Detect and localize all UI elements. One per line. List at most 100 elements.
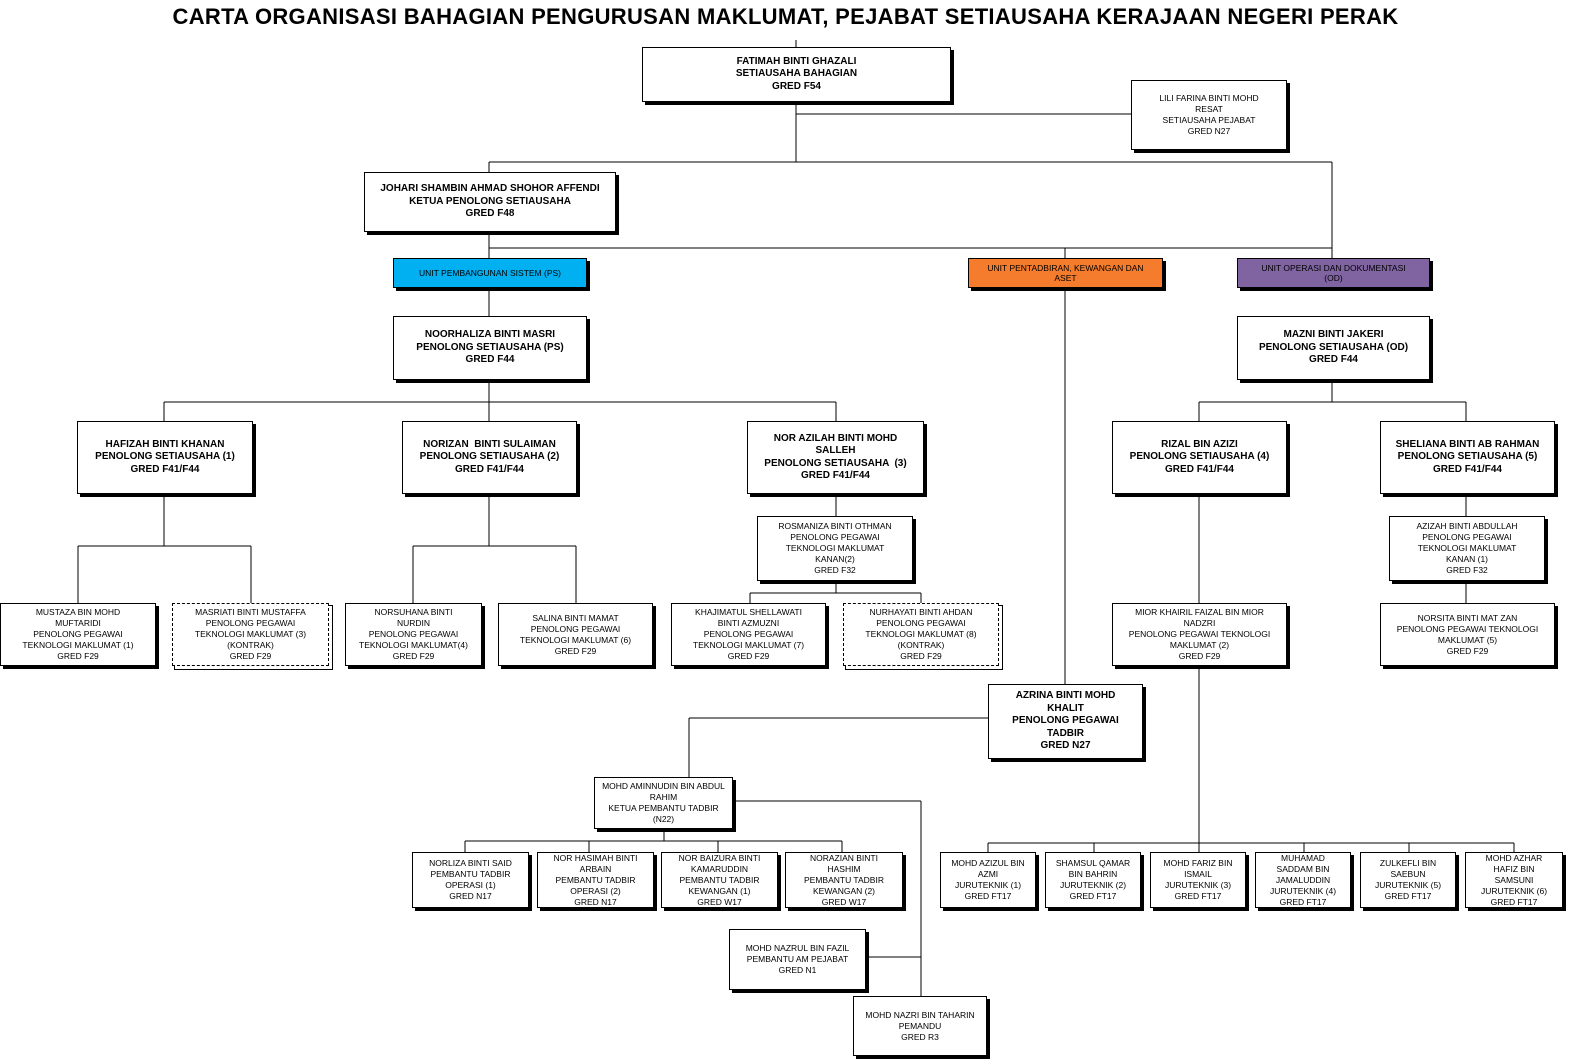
node-text-line: NOORHALIZA BINTI MASRI — [424, 329, 556, 341]
node-text-line: GRED FT17 — [1279, 896, 1327, 907]
node-text-line: PEMBANTU TADBIR — [679, 874, 760, 885]
node-text-line: PENOLONG PEGAWAI TEKNOLOGI — [1128, 629, 1271, 639]
node-text-line: AZRINA BINTI MOHD — [1015, 690, 1116, 702]
node-text-line: TEKNOLOGI MAKLUMAT — [1417, 543, 1517, 553]
node-text-line: KHALIT — [1047, 702, 1084, 714]
node-text-line: PENOLONG PEGAWAI — [205, 618, 296, 628]
node-text-line: GRED F41/F44 — [130, 463, 200, 475]
node-text-line: SHAMSUL QAMAR — [1055, 858, 1131, 868]
node-text-line: MAKLUMAT (5) — [1437, 634, 1498, 645]
node-text-line: PEMBANTU TADBIR — [555, 874, 636, 885]
unit-operasi-dokumentasi: UNIT OPERASI DAN DOKUMENTASI(OD) — [1237, 258, 1430, 288]
node-text-line: HASHIM — [827, 863, 861, 874]
node-text-line: MIOR KHAIRIL FAIZAL BIN MIOR — [1135, 607, 1264, 617]
node-text-line: MUFTARIDI — [55, 618, 101, 628]
node-text-line: SHELIANA BINTI AB RAHMAN — [1395, 438, 1540, 450]
node-text-line: MOHD NAZRI BIN TAHARIN — [865, 1009, 975, 1020]
node-text-line: OPERASI (1) — [445, 880, 496, 890]
node-text-line: GRED F29 — [900, 651, 942, 661]
node-text-line: (KONTRAK) — [227, 640, 274, 650]
node-text-line: HAFIZ BIN — [1493, 863, 1535, 874]
node-text-line: GRED FT17 — [964, 891, 1012, 901]
node-text-line: PEMBANTU TADBIR — [430, 869, 511, 879]
node-text-line: SETIAUSAHA PEJABAT — [1162, 115, 1256, 125]
node-text-line: GRED N17 — [449, 891, 492, 901]
node-text-line: PEMBANTU AM PEJABAT — [746, 954, 849, 964]
node-text-line: GRED F41/F44 — [455, 463, 524, 475]
node-text-line: KEWANGAN (1) — [688, 885, 751, 896]
node-text-line: NOR HASIMAH BINTI — [553, 852, 638, 863]
node-text-line: MOHD AMINNUDIN BIN ABDUL — [602, 781, 725, 791]
node-text-line: KETUA PENOLONG SETIAUSAHA — [409, 195, 571, 207]
node-text-line: GRED F29 — [727, 651, 770, 661]
node-text-line: UNIT OPERASI DAN DOKUMENTASI — [1261, 263, 1406, 273]
node-text-line: NORLIZA BINTI SAID — [429, 858, 512, 868]
node-text-line: GRED F29 — [392, 651, 435, 661]
node-text-line: JURUTEKNIK (2) — [1059, 880, 1127, 890]
node-text-line: RIZAL BIN AZIZI — [1161, 438, 1238, 450]
node-text-line: KANAN (1) — [1445, 554, 1489, 564]
node-text-line: FATIMAH BINTI GHAZALI — [736, 55, 857, 67]
node-text-line: GRED N1 — [778, 965, 817, 975]
node-text-line: (N22) — [652, 814, 675, 824]
node-text-line: MOHD AZHAR — [1485, 852, 1543, 863]
node-text-line: GRED F54 — [772, 80, 821, 92]
node-text-line: GRED N27 — [1187, 126, 1231, 136]
node-text-line: PENOLONG SETIAUSAHA (4) — [1129, 451, 1270, 463]
node-text-line: TEKNOLOGI MAKLUMAT — [785, 543, 885, 553]
node-text-line: GRED F29 — [1446, 645, 1489, 656]
node-text-line: NOR AZILAH BINTI MOHD — [773, 432, 898, 444]
node-text-line: KEWANGAN (2) — [812, 885, 876, 896]
node-text-line: TEKNOLOGI MAKLUMAT (8) — [865, 629, 977, 639]
node-text-line: (OD) — [1324, 273, 1343, 283]
node-text-line: TEKNOLOGI MAKLUMAT (1) — [22, 640, 134, 650]
node-text-line: PENOLONG PEGAWAI — [1422, 532, 1512, 542]
node-text-line: RAHIM — [649, 792, 678, 802]
node-text-line: GRED F41/F44 — [1165, 463, 1234, 475]
node-text-line: SAEBUN — [1390, 869, 1426, 879]
node-text-line: MOHD AZIZUL BIN — [951, 858, 1025, 868]
node-text-line: GRED F29 — [57, 651, 99, 661]
node-text-line: JURUTEKNIK (4) — [1269, 885, 1337, 896]
node-text-line: JURUTEKNIK (1) — [954, 880, 1022, 890]
node-text-line: GRED F41/F44 — [801, 470, 870, 481]
node-text-line: (KONTRAK) — [897, 640, 945, 650]
node-text-line: PEMBANTU TADBIR — [804, 874, 884, 885]
node-text-line: KAMARUDDIN — [690, 863, 749, 874]
node-text-line: GRED F32 — [814, 565, 856, 575]
node-text-line: JURUTEKNIK (5) — [1374, 880, 1442, 890]
node-text-line: SAMSUNI — [1494, 874, 1534, 885]
node-text-line: ASET — [1054, 273, 1077, 283]
node-text-line: NORIZAN BINTI SULAIMAN — [423, 438, 556, 450]
node-text-line: PENOLONG PEGAWAI — [530, 623, 621, 634]
node-text-line: NORSITA BINTI MAT ZAN — [1417, 612, 1518, 623]
node-text-line: NURDIN — [396, 618, 431, 628]
node-text-line: RESAT — [1195, 104, 1223, 114]
node-text-line: AZIZAH BINTI ABDULLAH — [1416, 521, 1518, 531]
node-text-line: MUHAMAD — [1281, 852, 1325, 863]
chart-title: CARTA ORGANISASI BAHAGIAN PENGURUSAN MAK… — [172, 4, 1399, 29]
node-text-line: BINTI AZMUZNI — [717, 618, 780, 628]
node-text-line: ARBAIN — [579, 863, 612, 874]
node-text-line: SALLEH — [815, 445, 856, 456]
node-text-line: TEKNOLOGI MAKLUMAT (6) — [519, 634, 632, 645]
node-text-line: OPERASI (2) — [570, 885, 621, 896]
node-text-line: TEKNOLOGI MAKLUMAT (3) — [194, 629, 307, 639]
